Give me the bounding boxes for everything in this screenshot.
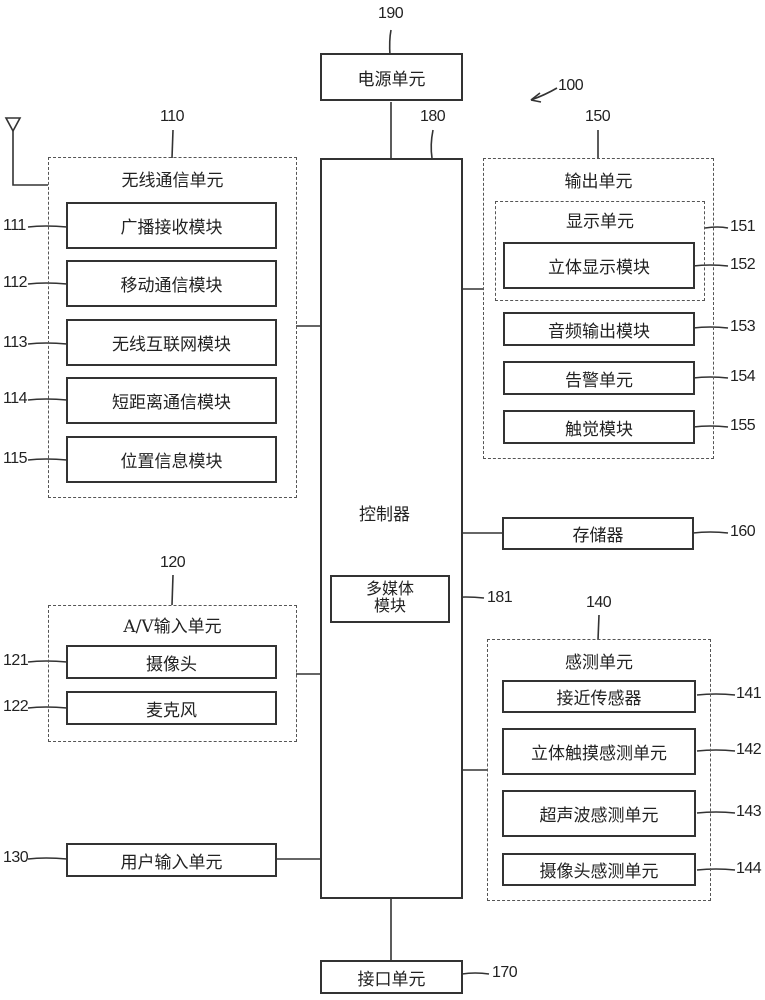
leader-180 xyxy=(430,129,434,159)
figure-ref: 100 xyxy=(558,77,584,94)
av-item: 摄像头 xyxy=(66,645,277,679)
wireless-item-ref: 115 xyxy=(3,450,28,467)
sensing-item: 超声波感测单元 xyxy=(502,790,696,837)
sensing-unit-title: 感测单元 xyxy=(565,653,633,673)
av-item-ref: 122 xyxy=(3,698,29,715)
output-item: 触觉模块 xyxy=(503,410,695,444)
wireless-item: 位置信息模块 xyxy=(66,436,277,483)
arrowhead-100 xyxy=(530,92,542,103)
memory-label: 存储器 xyxy=(572,526,624,546)
leader-140 xyxy=(597,614,600,641)
av-ref: 120 xyxy=(160,554,186,571)
sensing-item-label: 立体触摸感测单元 xyxy=(531,744,667,764)
wireless-item-ref: 114 xyxy=(3,390,28,407)
multimedia-label-line2: 模块 xyxy=(373,596,406,615)
interface-unit-ref: 170 xyxy=(492,964,518,981)
wireless-item: 广播接收模块 xyxy=(66,202,277,249)
output-item-label: 音频输出模块 xyxy=(548,321,650,342)
wireless-item: 无线互联网模块 xyxy=(66,319,277,366)
wireless-item-label: 短距离通信模块 xyxy=(112,393,231,413)
display-unit-title: 显示单元 xyxy=(566,212,634,232)
wireless-item-ref: 111 xyxy=(3,217,26,234)
av-item: 麦克风 xyxy=(66,691,277,725)
arrow-100 xyxy=(530,87,558,101)
stereo-display-module-label: 立体显示模块 xyxy=(548,258,650,278)
av-input-title: A/V输入单元 xyxy=(123,617,222,637)
sensing-item-label: 接近传感器 xyxy=(556,689,642,709)
wireless-item-label: 无线互联网模块 xyxy=(112,335,231,355)
leader-110 xyxy=(171,129,174,159)
av-item-ref: 121 xyxy=(3,652,29,669)
user-input-ref: 130 xyxy=(3,849,29,866)
user-input-label: 用户输入单元 xyxy=(120,852,223,873)
output-unit-title: 输出单元 xyxy=(564,172,633,192)
power-ref: 190 xyxy=(378,5,404,22)
antenna-wire xyxy=(12,131,48,186)
stereo-display-module-ref: 152 xyxy=(730,256,756,273)
sensing-item-ref: 144 xyxy=(736,860,762,877)
output-item-ref: 153 xyxy=(730,318,756,335)
wireless-item: 短距离通信模块 xyxy=(66,377,277,424)
memory-ref: 160 xyxy=(730,523,756,540)
sensing-item-label: 超声波感测单元 xyxy=(539,806,659,826)
wireless-unit-title: 无线通信单元 xyxy=(121,171,224,191)
sensing-item-ref: 142 xyxy=(736,741,762,758)
output-unit-group: 输出单元 xyxy=(483,158,714,459)
sensing-item: 接近传感器 xyxy=(502,680,696,713)
wireless-item-label: 广播接收模块 xyxy=(120,218,223,238)
output-ref: 150 xyxy=(585,108,611,125)
user-input-box: 用户输入单元 xyxy=(66,843,277,877)
sensing-unit-group: 感测单元 xyxy=(487,639,711,901)
sensing-item-ref: 143 xyxy=(736,803,762,820)
interface-unit-box: 接口单元 xyxy=(320,960,463,994)
leader-120 xyxy=(171,574,174,606)
wireless-item-label: 位置信息模块 xyxy=(120,452,223,472)
sensing-item: 摄像头感测单元 xyxy=(502,853,696,886)
antenna-icon xyxy=(4,117,22,133)
sensing-item-label: 摄像头感测单元 xyxy=(539,862,659,882)
interface-unit-label: 接口单元 xyxy=(357,969,426,990)
av-item-label: 摄像头 xyxy=(146,654,197,675)
controller-box xyxy=(320,158,463,899)
output-item-label: 触觉模块 xyxy=(565,419,633,440)
sensing-item-ref: 141 xyxy=(736,685,762,702)
output-item-ref: 154 xyxy=(730,368,756,385)
output-item: 告警单元 xyxy=(503,361,695,395)
wireless-item-label: 移动通信模块 xyxy=(120,276,223,296)
display-unit-ref: 151 xyxy=(730,218,756,235)
controller-ref: 180 xyxy=(420,108,446,125)
output-item-label: 告警单元 xyxy=(565,370,633,391)
power-unit-box: 电源单元 xyxy=(320,53,463,101)
multimedia-ref: 181 xyxy=(487,589,513,606)
stereo-display-module-box: 立体显示模块 xyxy=(503,242,695,289)
wireless-item: 移动通信模块 xyxy=(66,260,277,307)
wireless-item-ref: 112 xyxy=(3,274,28,291)
multimedia-label-line1: 多媒体 xyxy=(365,579,414,598)
wireless-ref: 110 xyxy=(160,108,185,125)
power-unit-label: 电源单元 xyxy=(357,69,426,90)
sensing-ref: 140 xyxy=(586,594,612,611)
memory-box: 存储器 xyxy=(502,517,694,550)
display-unit-group: 显示单元 xyxy=(495,201,705,301)
av-input-group: A/V输入单元 xyxy=(48,605,297,742)
wireless-unit-group: 无线通信单元 xyxy=(48,157,297,498)
sensing-item: 立体触摸感测单元 xyxy=(502,728,696,775)
av-item-label: 麦克风 xyxy=(146,700,197,721)
output-item: 音频输出模块 xyxy=(503,312,695,346)
wireless-item-ref: 113 xyxy=(3,334,28,351)
multimedia-module-box: 多媒体 模块 xyxy=(330,575,450,623)
controller-label: 控制器 xyxy=(359,505,410,525)
output-item-ref: 155 xyxy=(730,417,756,434)
